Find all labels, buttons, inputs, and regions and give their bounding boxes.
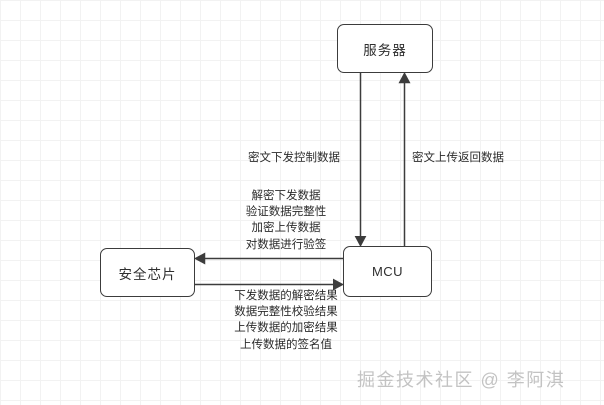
node-mcu[interactable]: MCU: [343, 246, 432, 297]
edge-label-chip-to-mcu: 下发数据的解密结果 数据完整性校验结果 上传数据的加密结果 上传数据的签名值: [206, 288, 366, 353]
edge-label-mcu-to-chip: 解密下发数据 验证数据完整性 加密上传数据 对数据进行验签: [215, 188, 357, 253]
edge-label-line: 数据完整性校验结果: [234, 306, 338, 319]
edge-label-line: 上传数据的签名值: [240, 338, 332, 351]
node-chip-label: 安全芯片: [118, 266, 177, 282]
node-server-label: 服务器: [363, 42, 407, 58]
node-server[interactable]: 服务器: [337, 24, 433, 73]
edge-label-line: 上传数据的加密结果: [234, 322, 338, 335]
edge-label-line: 解密下发数据: [251, 190, 321, 202]
edge-label-line: 下发数据的解密结果: [234, 290, 338, 302]
watermark: 掘金技术社区 @ 李阿淇: [357, 370, 566, 390]
edge-label-line: 验证数据完整性: [245, 206, 327, 219]
edge-label-line: 加密上传数据: [251, 222, 321, 235]
edge-label-line: 对数据进行验签: [245, 238, 327, 251]
node-chip[interactable]: 安全芯片: [100, 248, 195, 297]
node-mcu-label: MCU: [371, 264, 404, 279]
edge-label-mcu-to-server: 密文上传返回数据: [412, 152, 504, 164]
edge-label-server-to-mcu: 密文下发控制数据: [248, 152, 340, 164]
